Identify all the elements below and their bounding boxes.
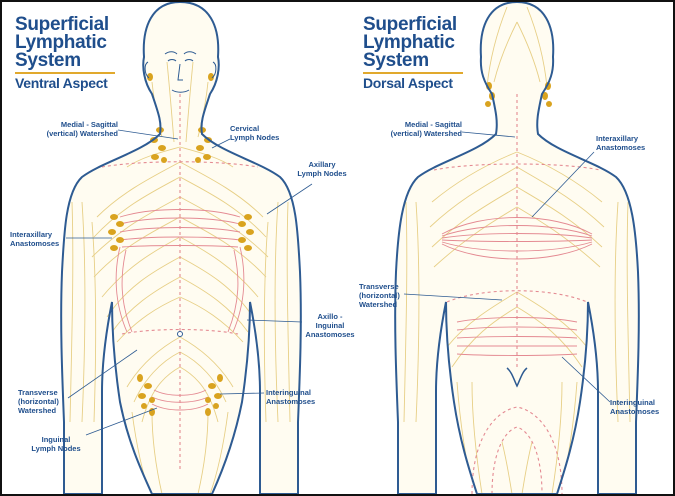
ventral-subtitle: Ventral Aspect [15,72,115,91]
ventral-interinguinal-label: Interinguinal Anastomoses [266,388,315,406]
ventral-title: Superficial Lymphatic System Ventral Asp… [15,16,115,91]
dorsal-transverse-watershed-label: Transverse (horizontal) Watershed [359,282,400,309]
dorsal-medial-watershed-label: Medial - Sagittal (vertical) Watershed [366,120,462,138]
dorsal-title-line-3: System [363,52,463,70]
navel [178,332,183,337]
axillary-lymph-nodes-label: Axillary Lymph Nodes [292,160,352,178]
cervical-lymph-nodes-label: Cervical Lymph Nodes [230,124,279,142]
dorsal-subtitle: Dorsal Aspect [363,72,463,91]
dorsal-interinguinal-label: Interinguinal Anastomoses [610,398,659,416]
inguinal-lymph-nodes-label: Inguinal Lymph Nodes [26,435,86,453]
ventral-medial-watershed-label: Medial - Sagittal (vertical) Watershed [22,120,118,138]
ventral-interaxillary-label: Interaxillary Anastomoses [10,230,59,248]
ventral-transverse-watershed-label: Transverse (horizontal) Watershed [18,388,59,415]
dorsal-title: Superficial Lymphatic System Dorsal Aspe… [363,16,463,91]
ventral-title-line-3: System [15,52,115,70]
dorsal-interaxillary-label: Interaxillary Anastomoses [596,134,645,152]
axillo-inguinal-label: Axillo - Inguinal Anastomoses [300,312,360,339]
